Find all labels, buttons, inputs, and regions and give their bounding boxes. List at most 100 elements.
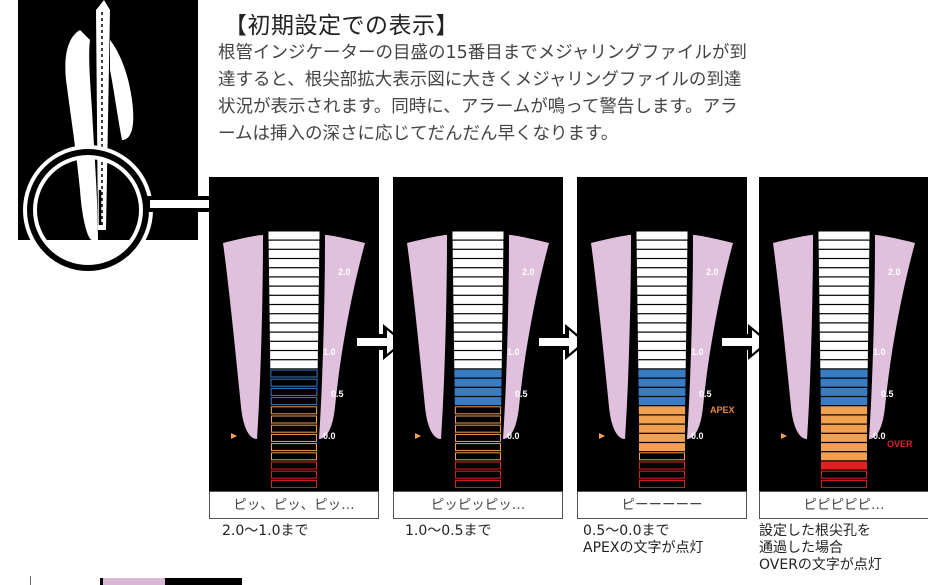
scale-segment (820, 351, 868, 360)
scale-segment (271, 415, 317, 424)
canal-wall-left (591, 235, 631, 439)
scale-segment (268, 259, 320, 268)
tooth-icon (65, 0, 134, 240)
scale-segment (636, 249, 688, 258)
scale-segment (453, 314, 503, 323)
indicator-graphic: 2.0 1.0 0.5 0.0 (223, 231, 365, 488)
scale-segment (453, 277, 503, 286)
scale-segment (638, 360, 686, 369)
description-line: ームは挿入の深さに応じてだんだん早くなります。 (218, 124, 619, 144)
caption-line: 2.0〜1.0まで (222, 523, 309, 539)
scale-segment (637, 305, 687, 314)
caption-1: 2.0〜1.0まで (222, 523, 309, 540)
scale-segment (819, 286, 869, 295)
scale-segment (269, 268, 319, 277)
canal-wall-left (407, 235, 447, 439)
scale-segment (821, 415, 867, 424)
scale-segment (269, 323, 319, 332)
indicator-panel-1: 2.0 1.0 0.5 0.0 (209, 177, 379, 491)
sound-label-2: ピッピッピッ… (393, 491, 563, 519)
scale-segment (270, 387, 318, 396)
apex-marker-icon (599, 433, 605, 439)
scale-segment (637, 268, 687, 277)
indicator-panel-3: 2.0 1.0 0.5 0.0 APEX (577, 177, 747, 491)
scale-segment (639, 461, 685, 470)
canal-wall-left (773, 235, 813, 439)
apex-indicator: APEX (710, 405, 735, 415)
scale-segment (819, 277, 869, 286)
scale-segment (270, 341, 318, 350)
tooth-illustration (18, 0, 198, 240)
scale-segment (820, 387, 868, 396)
scale-segment (455, 443, 501, 452)
scale-segment (638, 369, 686, 378)
sound-label-1: ピッ、ピッ、ピッ… (209, 491, 379, 519)
scale-label-0-5: 0.5 (881, 389, 894, 399)
scale-segment (452, 259, 504, 268)
over-indicator: OVER (887, 439, 913, 449)
scale-segment (454, 351, 502, 360)
scale-segment (452, 240, 504, 249)
scale-label-0-0: 0.0 (691, 431, 704, 441)
scale-label-0-0: 0.0 (323, 431, 336, 441)
description-line: 状況が表示されます。同時に、アラームが鳴って警告します。アラ (218, 97, 738, 117)
scale-segment (271, 470, 317, 479)
scale-segment (271, 433, 317, 442)
scale-segment (269, 332, 319, 341)
scale-segment (453, 268, 503, 277)
scale-segment (637, 295, 687, 304)
scale-segment (819, 305, 869, 314)
caption-line: APEXの文字が点灯 (583, 540, 704, 556)
scale-segment (271, 461, 317, 470)
scale-segment (636, 240, 688, 249)
scale-label-1-0: 1.0 (507, 347, 520, 357)
scale-segment (270, 378, 318, 387)
scale-segment (455, 415, 501, 424)
caption-line: 1.0〜0.5まで (405, 523, 492, 539)
indicator-panel-4: 2.0 1.0 0.5 0.0 OVER (759, 177, 928, 491)
caption-line: 設定した根尖孔を (759, 523, 871, 539)
scale-segment (636, 259, 688, 268)
scale-segment (821, 461, 867, 470)
scale-segment (821, 424, 867, 433)
scale-segment (454, 360, 502, 369)
scale-segment (818, 231, 870, 240)
scale-segment (269, 295, 319, 304)
indicator-graphic: 2.0 1.0 0.5 0.0 APEX (591, 231, 735, 488)
scale-segment (269, 314, 319, 323)
scale-segment (453, 332, 503, 341)
scale-segment (821, 433, 867, 442)
apex-marker-icon (781, 433, 787, 439)
caption-3: 0.5〜0.0まで APEXの文字が点灯 (583, 523, 703, 557)
scale-segment (270, 369, 318, 378)
scale-segment (821, 443, 867, 452)
scale-label-1-0: 1.0 (323, 347, 336, 357)
scale-segment (271, 443, 317, 452)
scale-segment (637, 332, 687, 341)
apex-marker-icon (231, 433, 237, 439)
scale-segment (454, 397, 502, 406)
scale-segment (453, 286, 503, 295)
scale-segment (455, 424, 501, 433)
scale-segment (455, 479, 501, 488)
scale-segment (638, 341, 686, 350)
scale-segment (818, 240, 870, 249)
scale-segment (638, 351, 686, 360)
scale-label-2-0: 2.0 (706, 267, 719, 277)
scale-segment (639, 433, 685, 442)
canal-wall-right (869, 235, 915, 439)
scale-segment (819, 268, 869, 277)
canal-wall-right (503, 235, 549, 439)
scale-label-2-0: 2.0 (338, 267, 351, 277)
divider (30, 576, 31, 585)
scale-segment (638, 378, 686, 387)
scale-segment (270, 351, 318, 360)
canal-wall-right (687, 235, 733, 439)
scale-segment (454, 406, 502, 415)
scale-segment (820, 406, 868, 415)
scale-segment (819, 332, 869, 341)
scale-segment (637, 277, 687, 286)
scale-segment (820, 369, 868, 378)
scale-segment (639, 415, 685, 424)
scale-label-0-5: 0.5 (515, 389, 528, 399)
